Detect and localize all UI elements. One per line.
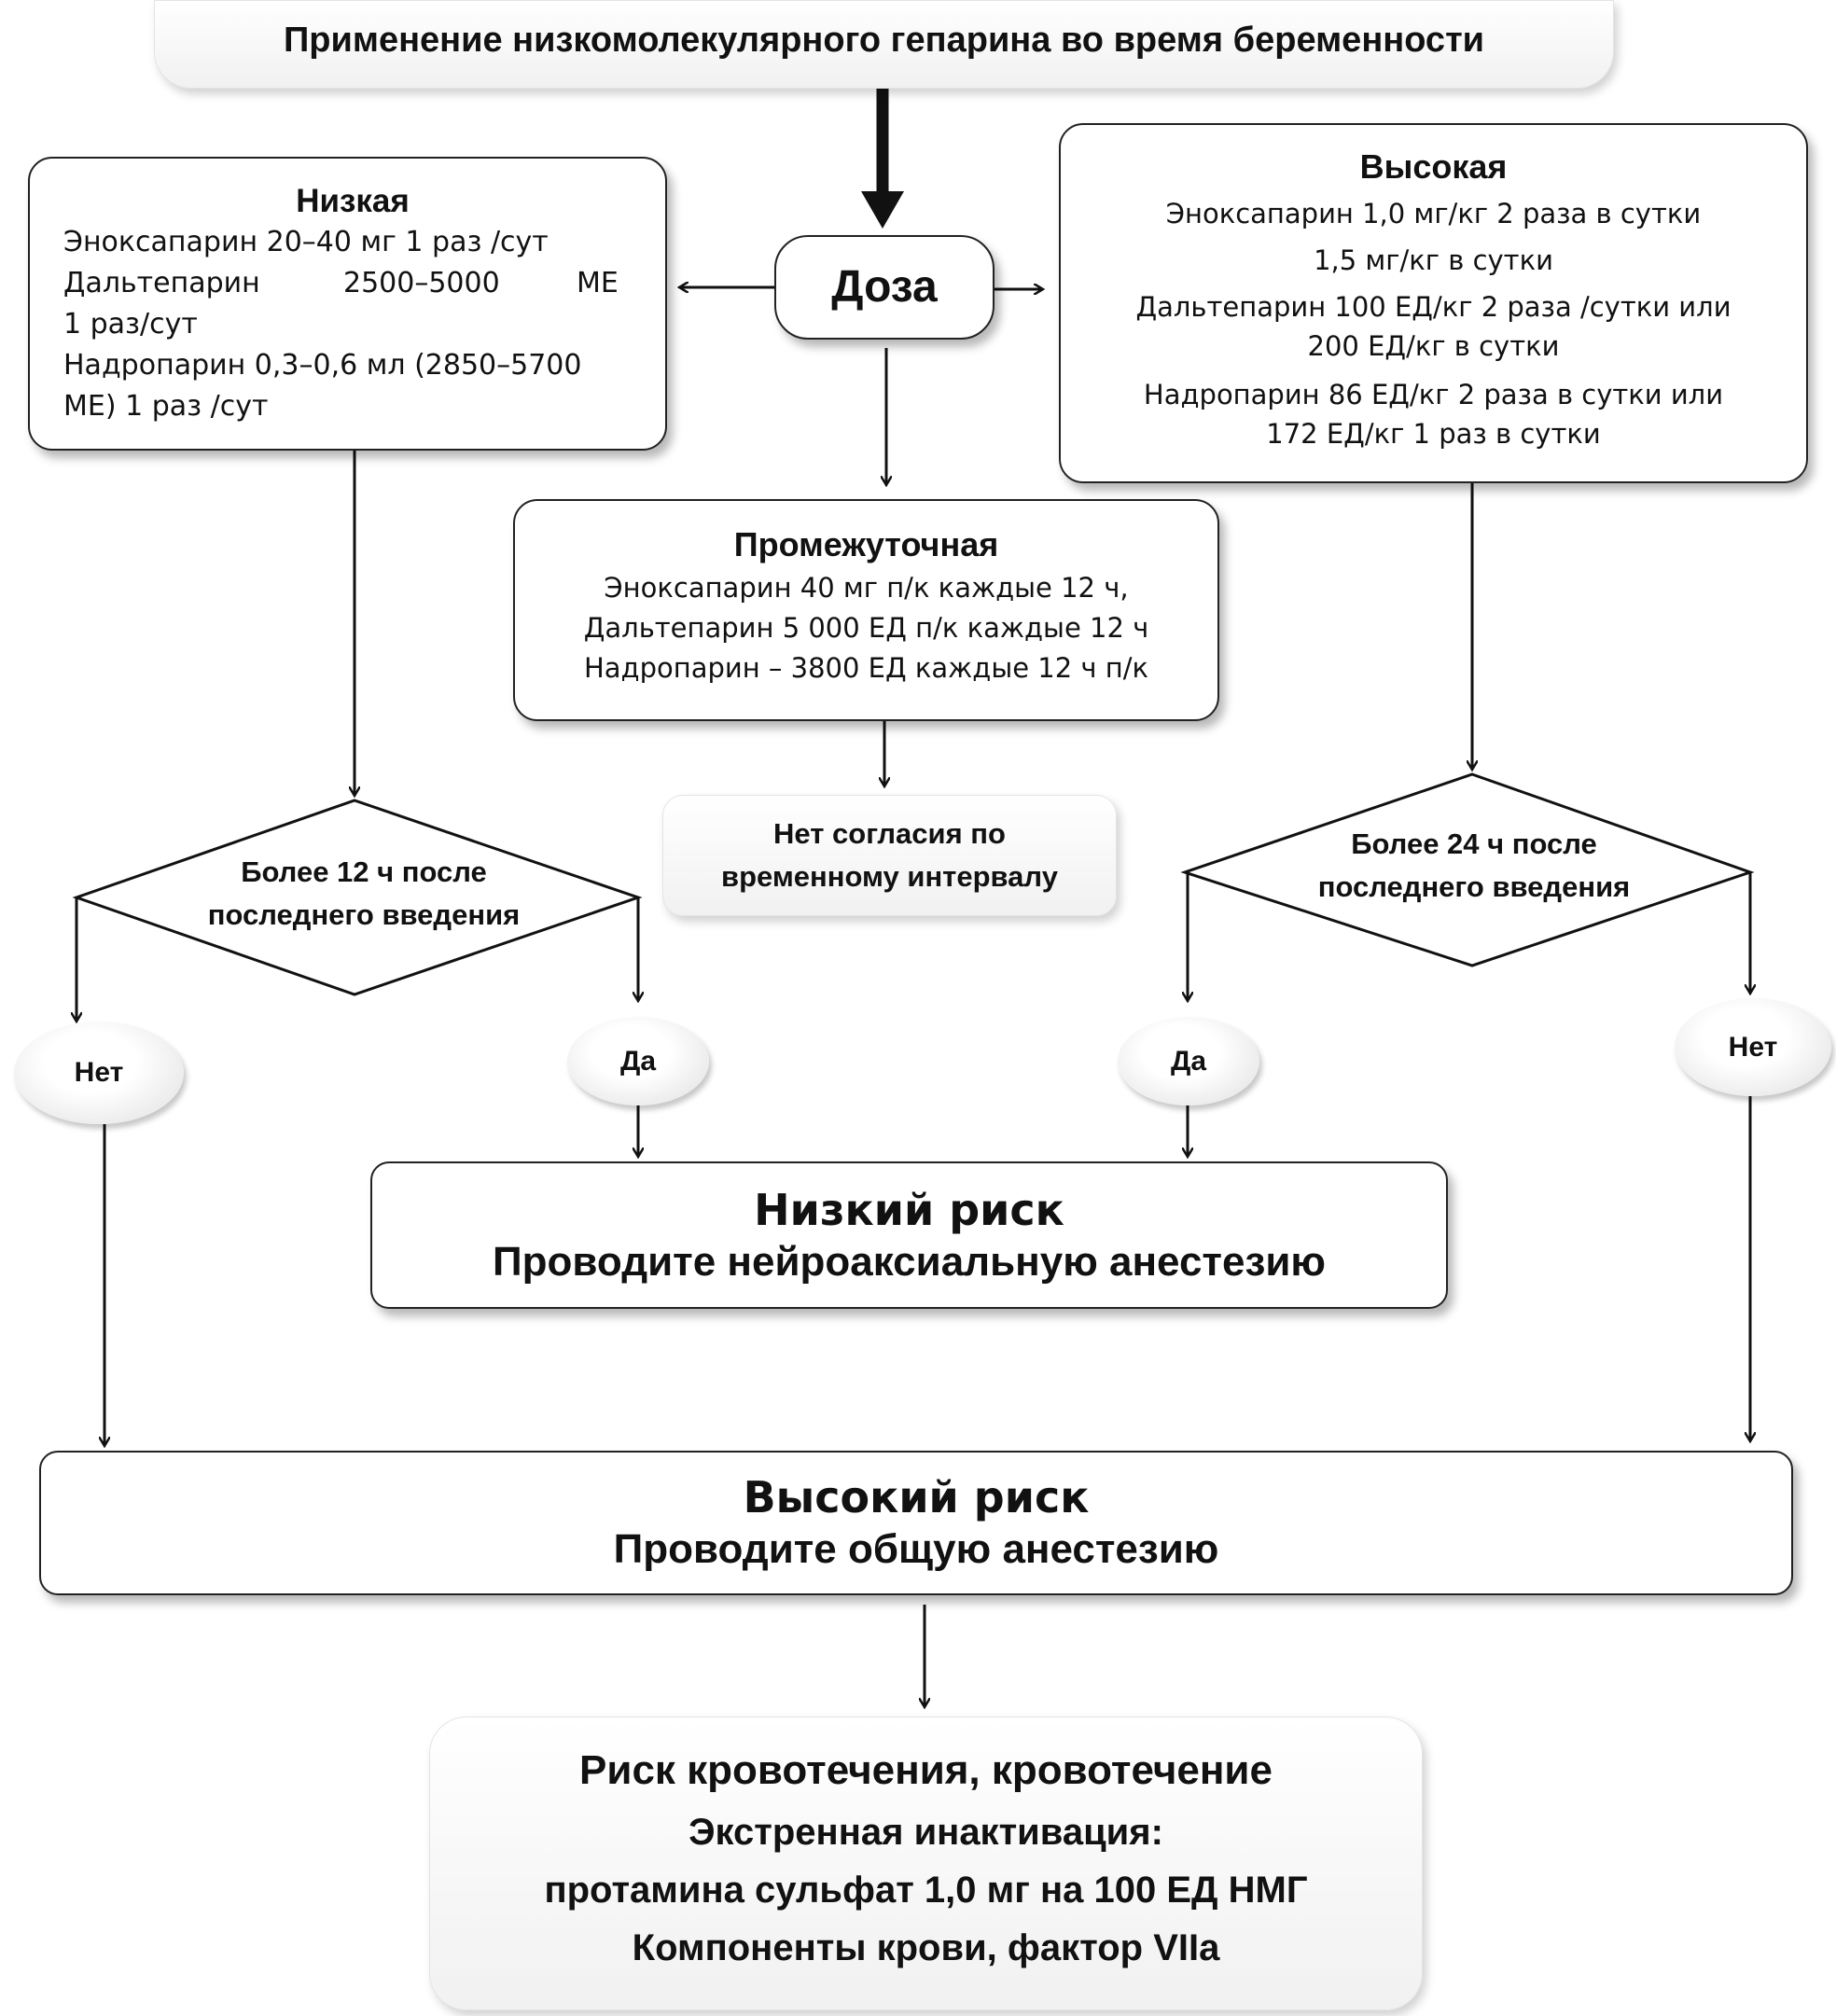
decision-right-diamond <box>1180 772 1755 967</box>
low-dose-line: МЕ) 1 раз /сут <box>63 390 269 423</box>
bleeding-title: Риск кровотечения, кровотечение <box>579 1747 1273 1793</box>
arrow-title-to-dose-head <box>861 191 904 229</box>
intermediate-dose-title: Промежуточная <box>733 525 999 563</box>
dose-label: Доза <box>831 262 938 312</box>
decision-right-label: Более 24 ч после последнего введения <box>1278 823 1670 909</box>
no-consensus-line: Нет согласия по <box>773 817 1006 850</box>
intermediate-dose-line: Надропарин – 3800 ЕД каждые 12 ч п/к <box>583 652 1149 684</box>
high-risk-box: Высокий риск Проводите общую анестезию <box>39 1451 1793 1595</box>
intermediate-dose-line: Эноксапарин 40 мг п/к каждые 12 ч, <box>604 572 1129 604</box>
high-dose-box: Высокая Эноксапарин 1,0 мг/кг 2 раза в с… <box>1059 123 1808 483</box>
decision-left-line: Более 12 ч после <box>241 855 487 888</box>
low-risk-box: Низкий риск Проводите нейроаксиальную ан… <box>370 1161 1448 1309</box>
answer-no-label: Нет <box>74 1057 124 1088</box>
answer-yes-label: Да <box>1170 1045 1207 1077</box>
dose-box: Доза <box>774 235 994 340</box>
decision-left-label: Более 12 ч после последнего введения <box>168 851 560 937</box>
answer-yes-label: Да <box>619 1045 657 1077</box>
decision-left-diamond <box>72 799 643 996</box>
decision-left-line: последнего введения <box>207 898 521 931</box>
low-risk-title: Низкий риск <box>754 1185 1064 1235</box>
intermediate-dose-line: Дальтепарин 5 000 ЕД п/к каждые 12 ч <box>583 612 1149 644</box>
no-consensus-box: Нет согласия по временному интервалу <box>662 795 1117 916</box>
answer-yes-right: Да <box>1118 1017 1259 1105</box>
low-dose-title: Низкая <box>296 183 410 219</box>
low-dose-box: Низкая Эноксапарин 20–40 мг 1 раз /сут Д… <box>28 157 667 451</box>
high-dose-line: Надропарин 86 ЕД/кг 2 раза в сутки или <box>1143 379 1724 410</box>
low-dose-line: 2500–5000 <box>343 267 500 299</box>
title-box: Применение низкомолекулярного гепарина в… <box>154 0 1614 89</box>
low-dose-line: МЕ <box>577 267 619 299</box>
high-risk-title: Высокий риск <box>743 1472 1090 1522</box>
low-dose-line: Эноксапарин 20–40 мг 1 раз /сут <box>63 226 549 258</box>
bleeding-line: протамина сульфат 1,0 мг на 100 ЕД НМГ <box>544 1870 1308 1911</box>
high-dose-line: Эноксапарин 1,0 мг/кг 2 раза в сутки <box>1165 198 1702 229</box>
decision-right-line: последнего введения <box>1317 870 1631 903</box>
answer-no-label: Нет <box>1728 1031 1778 1063</box>
intermediate-dose-box: Промежуточная Эноксапарин 40 мг п/к кажд… <box>513 499 1219 721</box>
high-dose-line: 1,5 мг/кг в сутки <box>1314 244 1553 276</box>
bleeding-line: Экстренная инактивация: <box>688 1812 1163 1853</box>
high-dose-title: Высокая <box>1359 147 1508 186</box>
low-risk-action: Проводите нейроаксиальную анестезию <box>493 1239 1326 1285</box>
high-dose-line: Дальтепарин 100 ЕД/кг 2 раза /сутки или <box>1135 291 1732 323</box>
high-dose-line: 172 ЕД/кг 1 раз в сутки <box>1266 418 1601 450</box>
answer-yes-left: Да <box>567 1017 709 1105</box>
high-dose-line: 200 ЕД/кг в сутки <box>1307 330 1560 362</box>
high-risk-action: Проводите общую анестезию <box>613 1526 1219 1572</box>
low-dose-line: Дальтепарин <box>63 267 260 299</box>
low-dose-line: Надропарин 0,3–0,6 мл (2850–5700 <box>63 349 582 382</box>
bleeding-box: Риск кровотечения, кровотечение Экстренн… <box>429 1717 1423 2010</box>
no-consensus-line: временному интервалу <box>721 860 1058 893</box>
answer-no-right: Нет <box>1675 998 1831 1096</box>
page-title: Применение низкомолекулярного гепарина в… <box>283 21 1485 60</box>
decision-right-line: Более 24 ч после <box>1351 827 1597 860</box>
bleeding-line: Компоненты крови, фактор VIIa <box>632 1927 1220 1968</box>
answer-no-left: Нет <box>14 1022 184 1124</box>
low-dose-line: 1 раз/сут <box>63 308 198 341</box>
